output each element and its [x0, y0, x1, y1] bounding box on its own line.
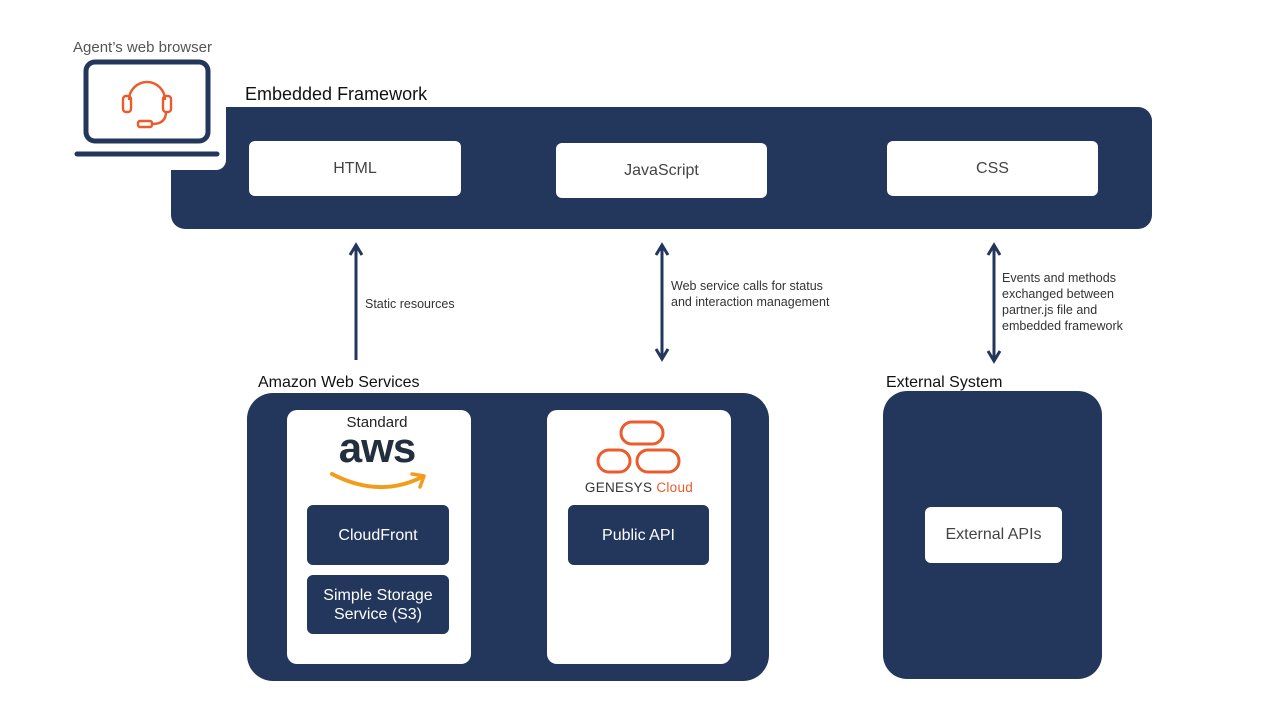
headset-laptop-icon: [74, 59, 220, 157]
laptop-backdrop: [70, 55, 226, 170]
public-api-box: Public API: [568, 505, 709, 565]
browser-label: Agent’s web browser: [73, 39, 212, 56]
aws-smile-icon: [330, 472, 426, 489]
css-box: CSS: [887, 141, 1098, 196]
javascript-box: JavaScript: [556, 143, 767, 198]
external-apis-box: External APIs: [925, 507, 1062, 563]
aws-title: Amazon Web Services: [258, 374, 420, 391]
genesys-logo-icon: [596, 420, 681, 474]
aws-standard-label: Standard: [346, 414, 408, 431]
genesys-word: GENESYS: [584, 480, 653, 495]
genesys-brand: GENESYS Cloud: [547, 480, 731, 495]
external-system-title: External System: [886, 374, 1003, 391]
events-label: Events and methods exchanged between par…: [1002, 271, 1123, 333]
cloudfront-box: CloudFront: [307, 505, 449, 565]
web-service-arrow: [654, 242, 670, 362]
events-arrow: [986, 242, 1002, 364]
static-resources-arrow: [348, 242, 364, 360]
embedded-framework-title: Embedded Framework: [245, 84, 428, 104]
static-resources-label: Static resources: [365, 297, 455, 311]
s3-box: Simple Storage Service (S3): [307, 575, 449, 634]
aws-logo-text: aws: [338, 424, 416, 471]
html-box: HTML: [249, 141, 461, 196]
genesys-cloud-word: Cloud: [656, 480, 694, 495]
web-service-label: Web service calls for status and interac…: [671, 279, 830, 309]
